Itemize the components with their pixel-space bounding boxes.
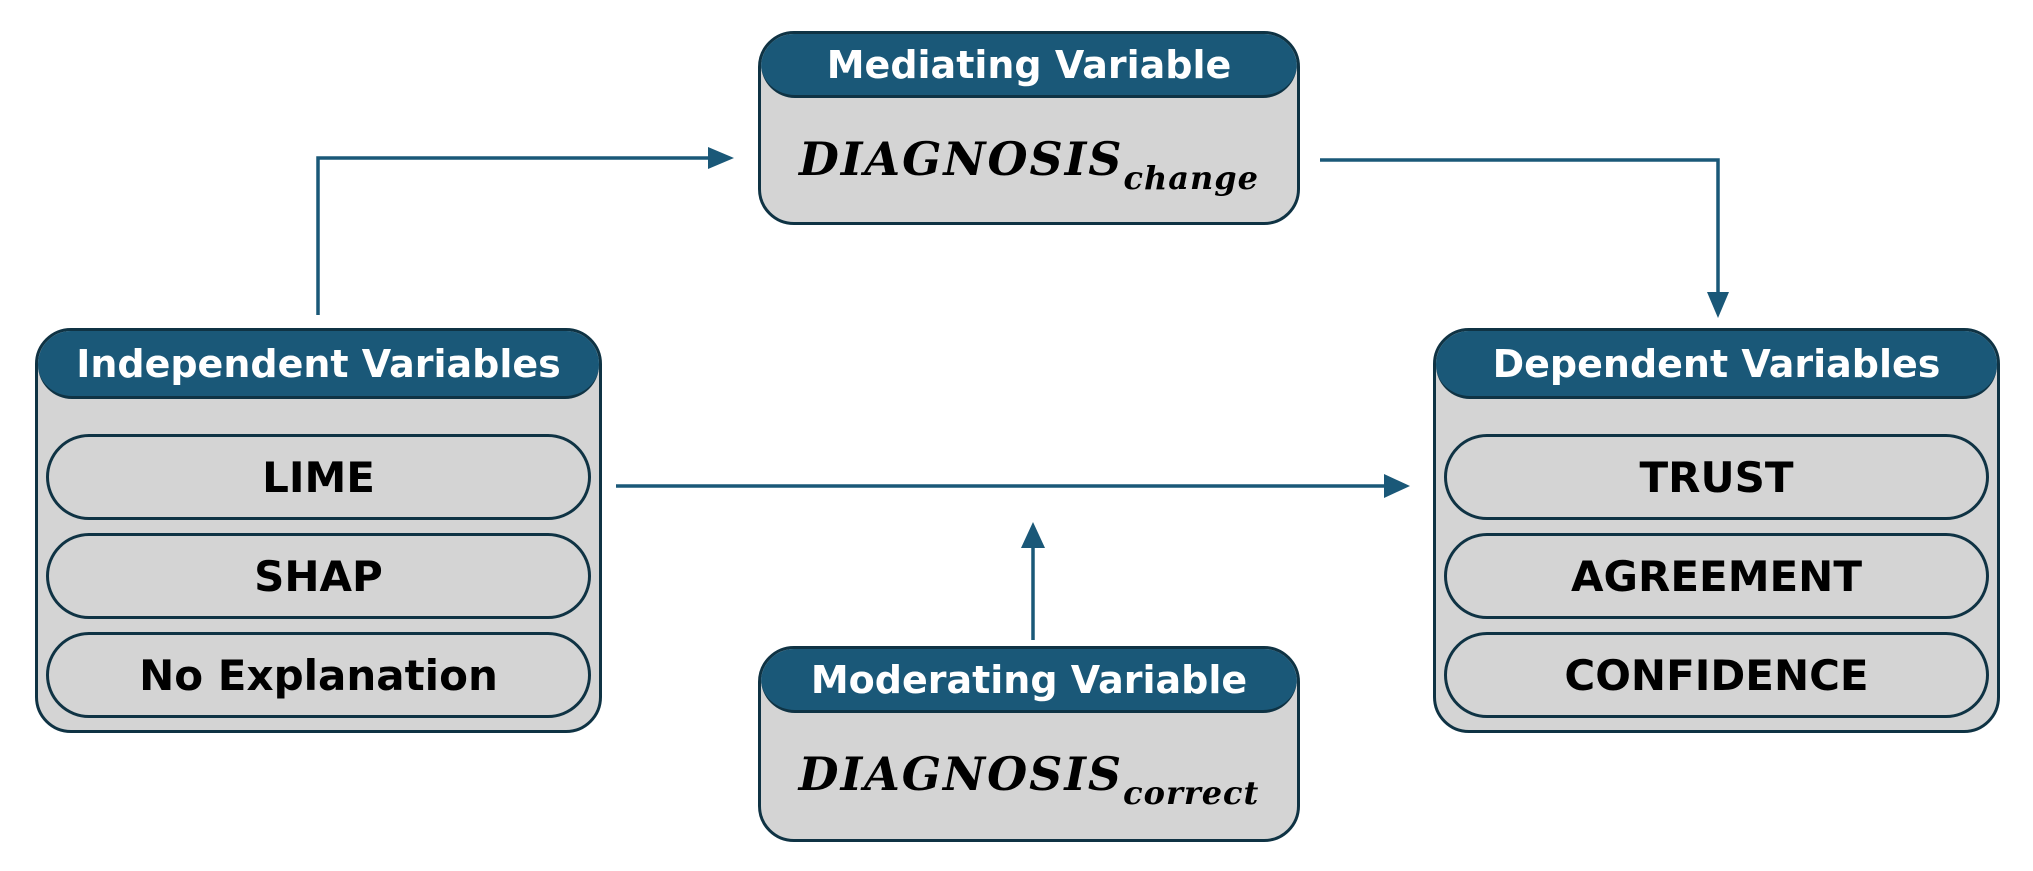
- independent-item-label: SHAP: [254, 551, 383, 601]
- dependent-variables-box: Dependent Variables TRUST AGREEMENT CONF…: [1433, 328, 2000, 733]
- independent-variables-title: Independent Variables: [76, 341, 561, 386]
- dependent-variables-title: Dependent Variables: [1492, 341, 1941, 386]
- dependent-item-label: AGREEMENT: [1571, 551, 1862, 601]
- dependent-item-agreement: AGREEMENT: [1444, 533, 1989, 619]
- mediating-formula-main: DIAGNOSIS: [799, 132, 1124, 186]
- mediating-variable-header: Mediating Variable: [761, 34, 1297, 98]
- dependent-item-confidence: CONFIDENCE: [1444, 632, 1989, 718]
- arrowhead-into-dependent-top: [1707, 292, 1729, 318]
- arrowhead-into-mediating: [708, 147, 734, 169]
- mediating-variable-box: Mediating Variable DIAGNOSISchange: [758, 31, 1300, 225]
- mediating-variable-formula: DIAGNOSISchange: [761, 132, 1297, 197]
- moderating-variable-title: Moderating Variable: [810, 657, 1248, 702]
- moderating-variable-formula: DIAGNOSIScorrect: [761, 747, 1297, 812]
- arrowhead-into-main-path: [1021, 522, 1045, 548]
- arrow-independent-to-mediating: [316, 156, 712, 315]
- dependent-item-label: TRUST: [1639, 452, 1794, 502]
- arrowhead-into-dependent-left: [1384, 474, 1410, 498]
- independent-variables-header: Independent Variables: [38, 331, 599, 399]
- independent-item-lime: LIME: [46, 434, 591, 520]
- moderating-formula-main: DIAGNOSIS: [798, 747, 1124, 801]
- arrow-mediating-to-dependent: [1320, 158, 1720, 298]
- dependent-item-trust: TRUST: [1444, 434, 1989, 520]
- moderating-variable-header: Moderating Variable: [761, 649, 1297, 713]
- independent-item-label: LIME: [262, 452, 375, 502]
- moderating-formula-subscript: correct: [1123, 774, 1260, 812]
- independent-item-no-explanation: No Explanation: [46, 632, 591, 718]
- independent-item-shap: SHAP: [46, 533, 591, 619]
- moderating-variable-box: Moderating Variable DIAGNOSIScorrect: [758, 646, 1300, 842]
- mediating-formula-subscript: change: [1123, 159, 1259, 197]
- dependent-variables-header: Dependent Variables: [1436, 331, 1997, 399]
- mediating-variable-title: Mediating Variable: [826, 42, 1232, 87]
- independent-variables-box: Independent Variables LIME SHAP No Expla…: [35, 328, 602, 733]
- dependent-item-label: CONFIDENCE: [1564, 650, 1869, 700]
- independent-item-label: No Explanation: [139, 650, 498, 700]
